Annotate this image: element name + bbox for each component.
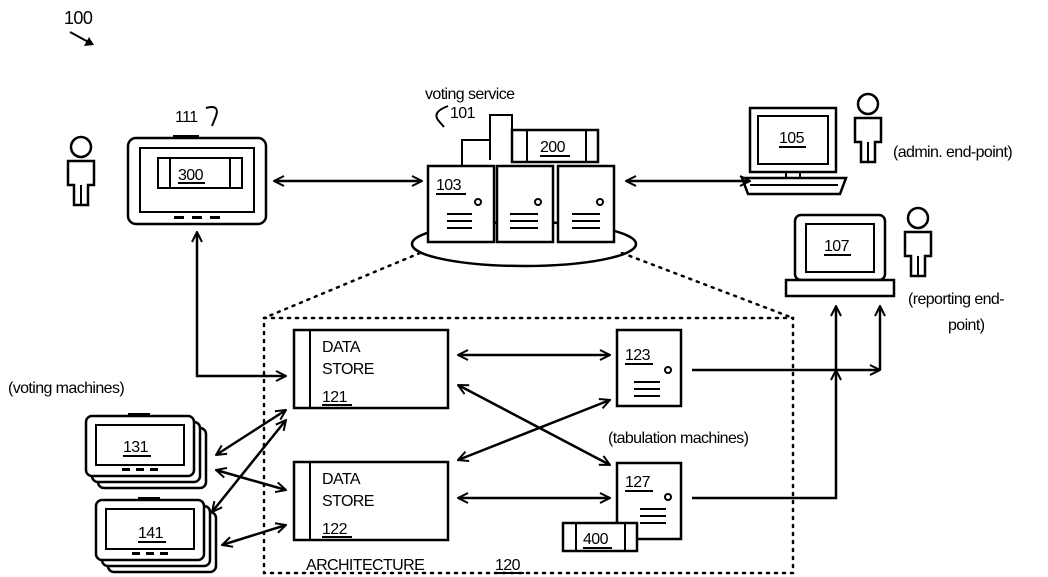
svg-text:127: 127 [625,474,651,491]
voting-machine-141: 141 [94,497,218,574]
svg-text:(admin. end-point): (admin. end-point) [893,144,1012,161]
svg-text:DATA: DATA [322,471,361,488]
svg-text:121: 121 [322,389,348,406]
screen-module-300: 300 [157,157,243,189]
data-store-122: DATA STORE 122 [292,460,450,542]
svg-text:131: 131 [123,439,149,456]
svg-text:101: 101 [450,105,476,122]
tablet-111: 111 300 [126,106,268,226]
svg-text:DATA: DATA [322,339,361,356]
service-module-200: 200 [510,128,600,164]
connections [197,181,880,545]
voting-machines-label: (voting machines) [8,380,124,397]
svg-text:STORE: STORE [322,493,374,510]
svg-text:120: 120 [495,557,521,574]
voting-machine-131: 131 [84,413,208,490]
voting-service-101: voting service 101 200 103 [410,86,638,268]
svg-text:123: 123 [625,347,651,364]
svg-text:300: 300 [178,167,204,184]
data-store-121: DATA STORE 121 [292,328,450,410]
figure-number: 100 [64,8,94,46]
svg-text:100: 100 [64,8,93,28]
svg-text:(reporting end-: (reporting end- [908,291,1004,308]
reporting-endpoint-107: 107 (reporting end- point) [784,206,1005,334]
user-icon-left [66,135,96,207]
svg-text:point): point) [948,317,985,334]
svg-text:200: 200 [540,139,566,156]
svg-text:141: 141 [138,525,164,542]
svg-text:ARCHITECTURE: ARCHITECTURE [306,557,424,574]
svg-text:400: 400 [583,531,609,548]
tabulation-machine-123: 123 [615,328,683,408]
admin-endpoint-105: 105 (admin. end-point) [740,92,1013,196]
svg-text:STORE: STORE [322,361,374,378]
svg-text:107: 107 [824,238,850,255]
tabulation-machines-label: (tabulation machines) [608,430,749,447]
svg-text:122: 122 [322,521,348,538]
svg-text:105: 105 [779,130,805,147]
svg-text:voting service: voting service [425,86,515,103]
svg-text:111: 111 [175,109,198,126]
svg-text:103: 103 [436,177,462,194]
tabulation-module-400: 400 [561,521,639,553]
